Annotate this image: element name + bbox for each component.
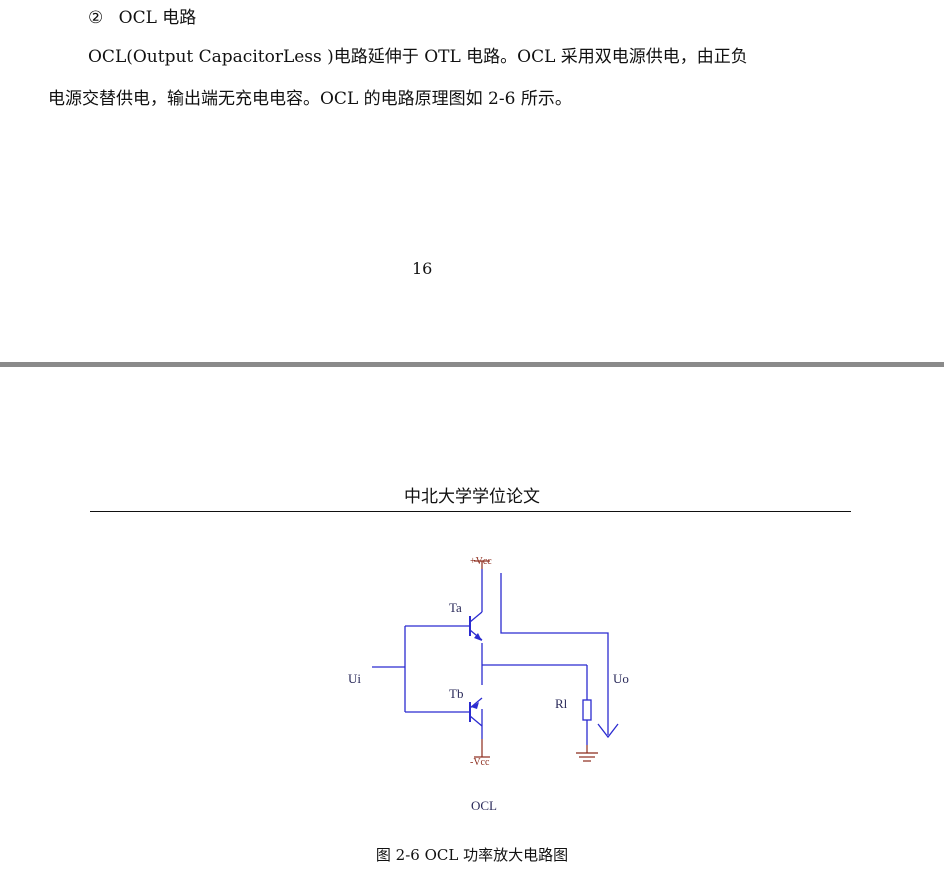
ui-label: Ui bbox=[348, 671, 361, 686]
section-title: OCL 电路 bbox=[118, 8, 197, 28]
tb-label: Tb bbox=[449, 686, 463, 701]
plus-vcc-label: +Vcc bbox=[470, 556, 492, 567]
body-paragraph-line-1: OCL(Output CapacitorLess )电路延伸于 OTL 电路。O… bbox=[88, 47, 748, 67]
load-resistor bbox=[582, 699, 592, 721]
power-rails bbox=[474, 560, 598, 762]
document-page-17: 中北大学学位论文 bbox=[0, 367, 944, 873]
ta-label: Ta bbox=[449, 600, 462, 615]
header-rule bbox=[90, 511, 851, 512]
circuit-wires bbox=[372, 569, 619, 745]
running-header: 中北大学学位论文 bbox=[404, 487, 540, 507]
uo-label: Uo bbox=[613, 671, 629, 686]
figure-caption: 图 2-6 OCL 功率放大电路图 bbox=[375, 846, 569, 864]
page-separator bbox=[0, 362, 944, 367]
document-page-16: ② OCL 电路 OCL(Output CapacitorLess )电路延伸于… bbox=[0, 0, 944, 362]
ground-symbol bbox=[576, 745, 598, 762]
section-heading: ② OCL 电路 bbox=[88, 6, 196, 30]
section-number: ② bbox=[88, 8, 104, 28]
body-paragraph-line-2: 电源交替供电，输出端无充电电容。OCL 的电路原理图如 2-6 所示。 bbox=[48, 89, 572, 109]
minus-vcc-label: -Vcc bbox=[470, 757, 490, 768]
rl-label: Rl bbox=[555, 696, 568, 711]
page-number: 16 bbox=[412, 259, 433, 278]
uo-arrowhead bbox=[597, 723, 619, 739]
transistor-tb bbox=[469, 697, 483, 727]
ocl-label: OCL bbox=[471, 798, 497, 813]
uo-arrow-line bbox=[500, 573, 609, 735]
ocl-circuit-diagram: +Vcc -Vcc Ta Tb Ui Uo Rl OCL bbox=[348, 556, 629, 813]
transistor-ta bbox=[469, 611, 483, 641]
